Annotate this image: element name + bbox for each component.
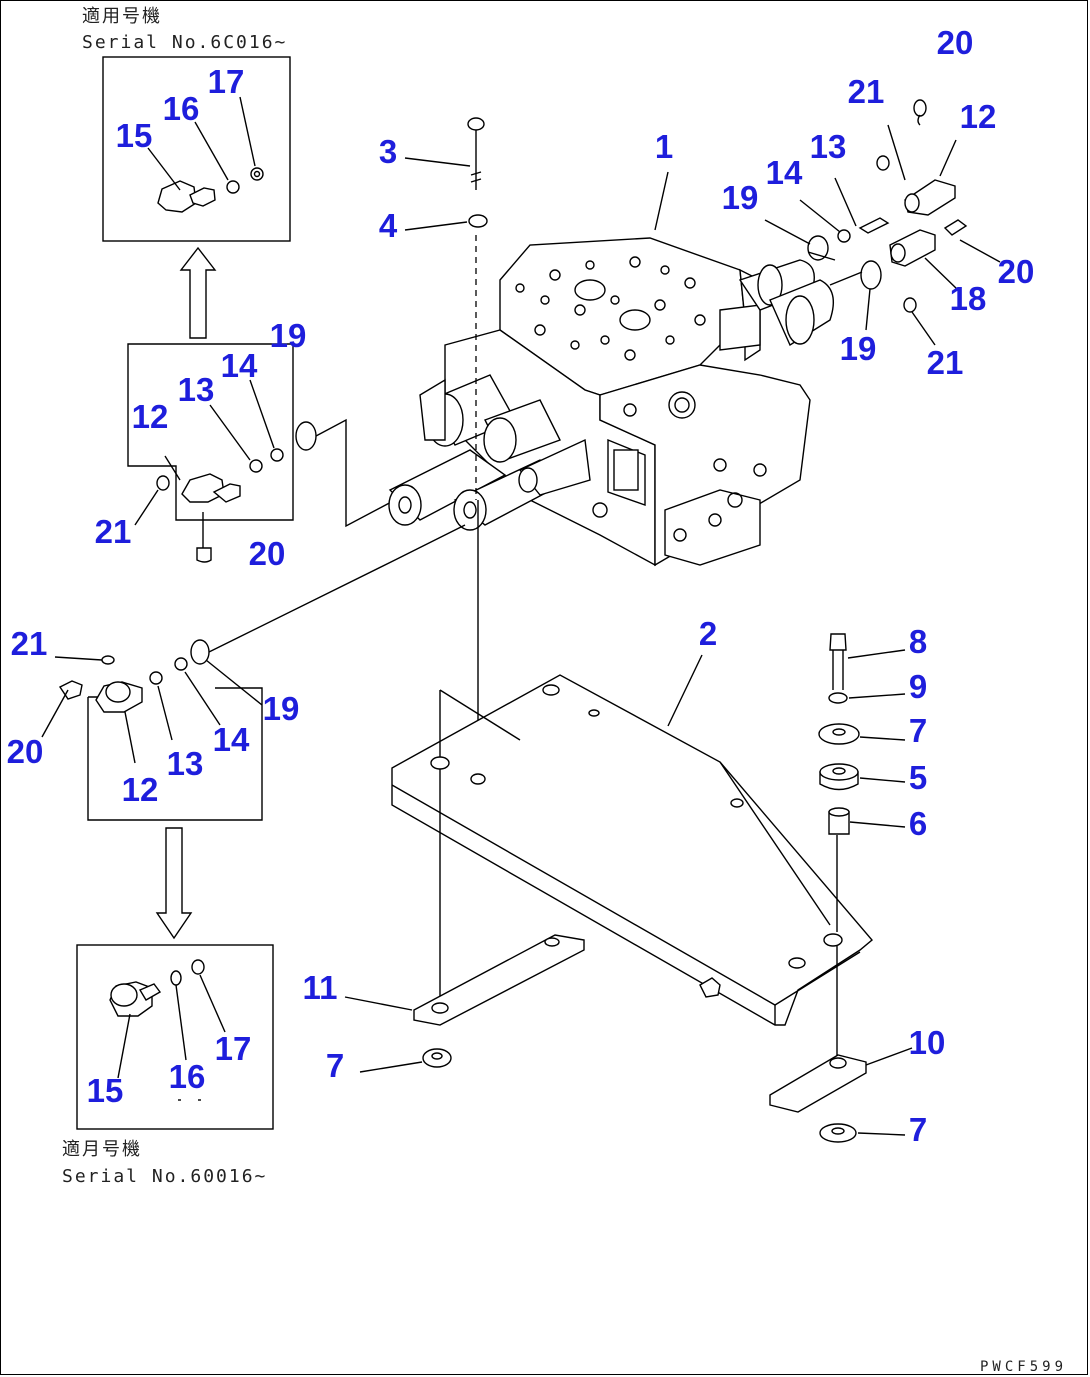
inset-top-left: 適用号機 Serial No.6C016~ xyxy=(82,6,291,242)
callout-c17b: 17 xyxy=(215,1030,252,1067)
callout-c20d: 20 xyxy=(7,733,44,770)
callout-c12c: 12 xyxy=(122,771,159,808)
callout-c8: 8 xyxy=(909,623,927,660)
callout-c12a: 12 xyxy=(960,98,997,135)
callout-c20b: 20 xyxy=(998,253,1035,290)
callout-c20c: 20 xyxy=(249,535,286,572)
callout-c19a: 19 xyxy=(722,179,759,216)
callout-c5: 5 xyxy=(909,759,927,796)
callout-c13b: 13 xyxy=(178,371,215,408)
callout-c19d: 19 xyxy=(263,690,300,727)
callout-c18: 18 xyxy=(950,280,987,317)
callout-c7c: 7 xyxy=(909,1111,927,1148)
callout-c15a: 15 xyxy=(116,117,153,154)
arrow-up xyxy=(179,246,217,339)
inset-top-note-serial: Serial No.6C016~ xyxy=(82,32,287,53)
callout-c9: 9 xyxy=(909,668,927,705)
callout-c13a: 13 xyxy=(810,128,847,165)
callout-c15b: 15 xyxy=(87,1072,124,1109)
callout-c6: 6 xyxy=(909,805,927,842)
callout-c17a: 17 xyxy=(208,63,245,100)
callout-c13c: 13 xyxy=(167,745,204,782)
callout-c16a: 16 xyxy=(163,90,200,127)
inset-top-note-jp: 適用号機 xyxy=(82,6,162,27)
mounting-bracket xyxy=(391,654,873,1060)
washer-7-left xyxy=(359,1048,452,1073)
inset-bottom-note-jp: 適月号機 xyxy=(62,1139,142,1160)
bolt-3-washer-4 xyxy=(404,117,488,231)
callout-c7b: 7 xyxy=(326,1047,344,1084)
arrow-down xyxy=(155,827,193,940)
callout-c21c: 21 xyxy=(95,513,132,550)
plate-11 xyxy=(344,934,585,1026)
callout-c21b: 21 xyxy=(927,344,964,381)
callout-c21d: 21 xyxy=(11,625,48,662)
inset-bottom-note-serial: Serial No.60016~ xyxy=(62,1166,267,1187)
washer-7-right xyxy=(819,1123,906,1143)
plate-10 xyxy=(769,1047,913,1113)
lower-left-fittings xyxy=(41,524,466,821)
callout-c21a: 21 xyxy=(848,73,885,110)
callout-c11: 11 xyxy=(303,969,338,1006)
callout-c14c: 14 xyxy=(213,721,250,758)
right-fittings xyxy=(764,99,1001,346)
callout-c2: 2 xyxy=(699,615,717,652)
callout-c14b: 14 xyxy=(221,347,258,384)
callout-c3: 3 xyxy=(379,133,397,170)
mount-stack-right xyxy=(818,633,906,835)
callout-c12b: 12 xyxy=(132,398,169,435)
control-valve xyxy=(388,171,834,567)
callout-c10: 10 xyxy=(909,1024,946,1061)
drawing-code: PWCF599 xyxy=(980,1359,1067,1375)
callout-c19b: 19 xyxy=(270,317,307,354)
callout-c1: 1 xyxy=(655,128,673,165)
inset-mid-left xyxy=(127,343,396,563)
callout-c7a: 7 xyxy=(909,712,927,749)
callout-c20a: 20 xyxy=(937,24,974,61)
callout-c19c: 19 xyxy=(840,330,877,367)
callout-c4: 4 xyxy=(379,207,398,244)
inset-bottom-left: 適月号機 Serial No.60016~ xyxy=(62,944,274,1187)
callout-layer: 1234567778910111212121313131414141515161… xyxy=(7,24,1035,1148)
callout-c14a: 14 xyxy=(766,154,803,191)
callout-c16b: 16 xyxy=(169,1058,206,1095)
